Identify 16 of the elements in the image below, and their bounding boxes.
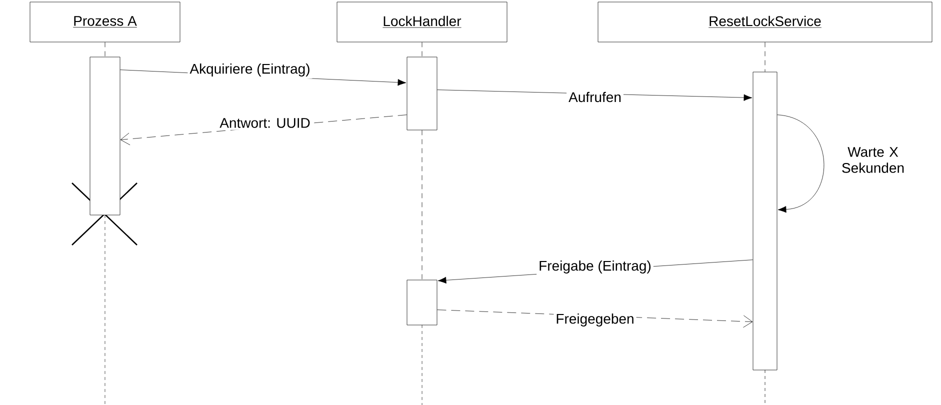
message-label: Antwort: UUID: [218, 116, 312, 130]
lifeline: [764, 42, 766, 72]
lifeline-header: Prozess A: [30, 2, 180, 42]
message-label: Akquiriere (Eintrag): [188, 61, 312, 79]
lifeline-header: LockHandler: [336, 2, 508, 42]
message-label: Freigabe (Eintrag): [536, 258, 654, 276]
activation-bar: [406, 56, 438, 130]
message-label: Aufrufen: [566, 90, 624, 104]
lifeline-header: ResetLockService: [598, 2, 932, 42]
lifeline: [104, 42, 106, 57]
activation-bar: [90, 56, 120, 216]
message-label: Freigegeben: [554, 311, 636, 329]
message-label: Warte X Sekunden: [831, 145, 915, 175]
activation-bar: [406, 280, 438, 326]
message-arrow: [777, 114, 824, 213]
activation-bar: [752, 72, 778, 370]
